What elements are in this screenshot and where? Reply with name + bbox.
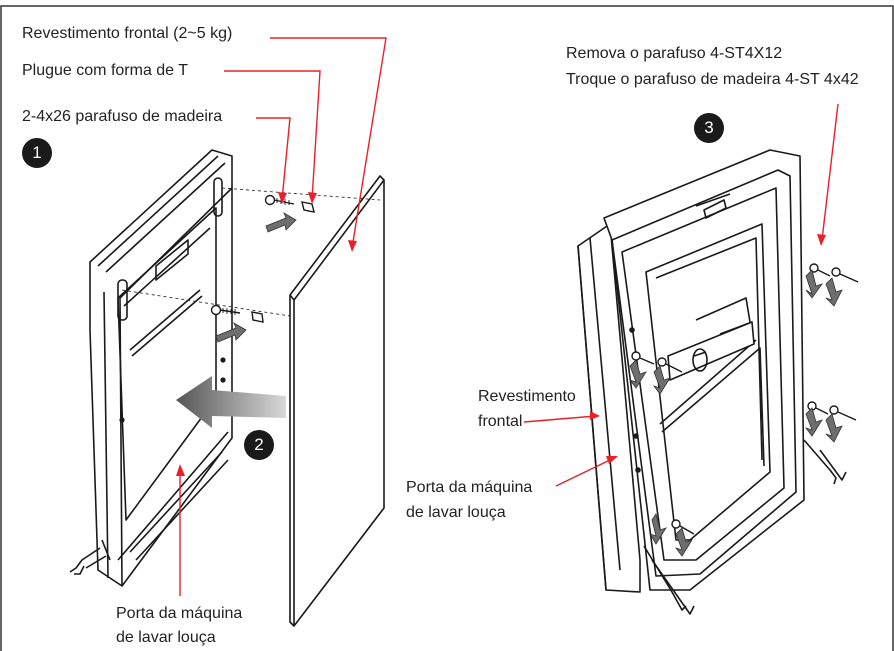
- label-remove-screw: Remova o parafuso 4-ST4X12: [566, 45, 783, 62]
- push-arrow: [176, 376, 286, 428]
- left-small-arrows: [215, 212, 297, 343]
- left-door-illustration: [69, 149, 233, 587]
- right-screws: [631, 263, 859, 535]
- leader-arrowheads: [176, 192, 826, 476]
- step-3-badge: 3: [694, 113, 724, 143]
- left-screws: [121, 187, 381, 323]
- right-small-arrows: [628, 269, 843, 557]
- label-wood-screw: 2-4x26 parafuso de madeira: [22, 108, 223, 125]
- label-front-panel-weight: Revestimento frontal (2~5 kg): [22, 25, 233, 42]
- label-door-right-line2: de lavar louça: [406, 504, 506, 521]
- step-2-badge: 2: [244, 430, 274, 460]
- label-t-plug: Plugue com forma de T: [22, 62, 189, 79]
- label-replace-screw: Troque o parafuso de madeira 4-ST 4x42: [566, 71, 859, 88]
- label-door-left-line1: Porta da máquina: [116, 605, 243, 622]
- label-door-left-line2: de lavar louça: [116, 629, 216, 646]
- right-door-illustration: [577, 149, 847, 615]
- label-front-panel-line2: frontal: [478, 413, 523, 430]
- label-door-right-line1: Porta da máquina: [406, 479, 533, 496]
- figure-border: [0, 5, 894, 651]
- step-1-badge: 1: [22, 138, 52, 168]
- leader-lines: [179, 37, 839, 596]
- left-front-panel: [289, 175, 385, 627]
- label-front-panel-line1: Revestimento: [478, 388, 576, 405]
